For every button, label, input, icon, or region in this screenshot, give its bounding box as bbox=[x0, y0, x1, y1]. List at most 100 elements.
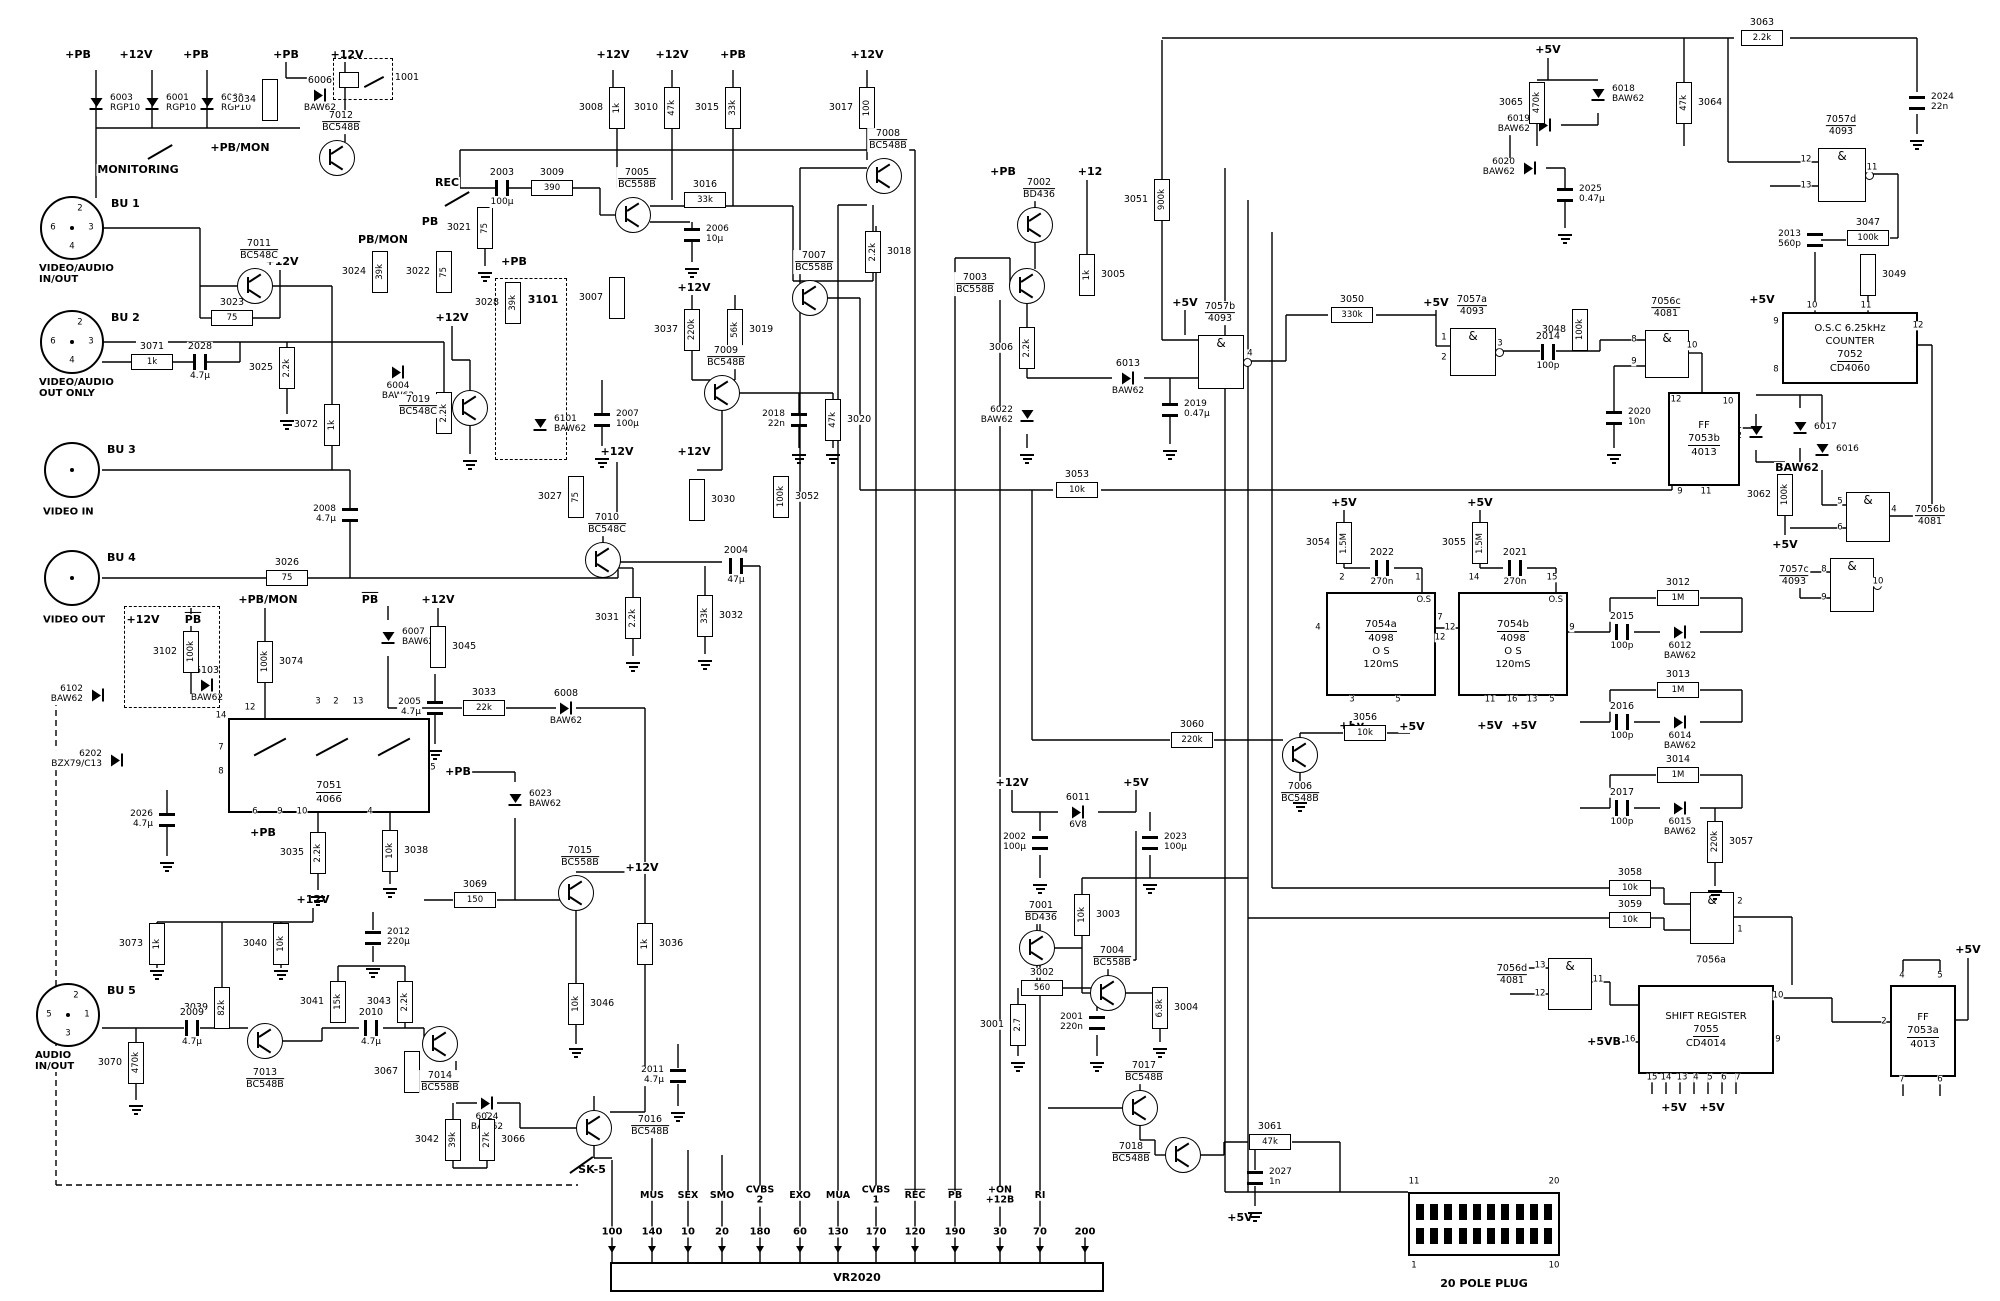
resistor-3004-ref: 3004 bbox=[1173, 1001, 1200, 1014]
pin-label: 3 bbox=[1497, 338, 1503, 349]
label-12v: +12V bbox=[624, 860, 660, 875]
resistor-3016-ref: 3016 bbox=[691, 178, 719, 191]
resistor-3060-ref: 3060 bbox=[1178, 718, 1206, 731]
terminal-number-190: 190 bbox=[943, 1226, 967, 1238]
diode-6102-label: 6102 BAW62 bbox=[49, 684, 84, 705]
ground-symbol bbox=[569, 1048, 583, 1058]
resistor-3021-ref: 3021 bbox=[445, 221, 472, 234]
transistor-7004 bbox=[1090, 975, 1126, 1011]
resistor-3067 bbox=[404, 1051, 420, 1093]
pin-label: 7 bbox=[1735, 1072, 1741, 1083]
diode-6021 bbox=[1749, 426, 1763, 438]
capacitor-2006 bbox=[684, 228, 700, 242]
diode-6019 bbox=[1539, 118, 1551, 132]
capacitor-2020 bbox=[1606, 411, 1622, 425]
diode-6023 bbox=[508, 794, 522, 806]
transistor-7018 bbox=[1165, 1137, 1201, 1173]
diode-6011-ref: 6011 bbox=[1064, 791, 1092, 804]
capacitor-2023 bbox=[1142, 836, 1158, 850]
diode-6101 bbox=[533, 419, 547, 431]
label-pb: PB bbox=[360, 592, 380, 607]
label-pb-mon: +PB/MON bbox=[237, 592, 299, 607]
capacitor-2020-label: 2020 10n bbox=[1627, 407, 1652, 428]
diode-6018 bbox=[1591, 89, 1605, 101]
resistor-3021: 75 bbox=[477, 207, 493, 249]
plug-pin-20: 20 bbox=[1548, 1176, 1560, 1187]
capacitor-2019 bbox=[1162, 403, 1178, 417]
resistor-3004: 6.8k bbox=[1152, 987, 1168, 1029]
diode-6020 bbox=[1524, 161, 1536, 175]
label-pb: +PB bbox=[182, 47, 210, 62]
resistor-3070-ref: 3070 bbox=[96, 1056, 123, 1069]
pin-label: 8 bbox=[1821, 564, 1827, 575]
resistor-3066: 27k bbox=[479, 1119, 495, 1161]
resistor-3031-ref: 3031 bbox=[593, 611, 620, 624]
connector-pin: 1 bbox=[84, 1009, 90, 1020]
diode-6012 bbox=[1674, 625, 1686, 639]
terminal-name-sex: SEX bbox=[676, 1189, 700, 1202]
capacitor-2016 bbox=[1615, 714, 1629, 730]
capacitor-2010 bbox=[364, 1020, 378, 1036]
terminal-arrow bbox=[834, 1246, 842, 1253]
ground-symbol bbox=[1143, 884, 1157, 894]
capacitor-2028 bbox=[193, 354, 207, 370]
diode-6014 bbox=[1674, 715, 1686, 729]
resistor-3022: 75 bbox=[436, 251, 452, 293]
ground-symbol bbox=[160, 862, 174, 872]
capacitor-2022-ref: 2022 bbox=[1368, 546, 1396, 559]
resistor-3026: 75 bbox=[266, 570, 308, 586]
terminal-name-mua: MUA bbox=[824, 1189, 852, 1202]
terminal-arrow bbox=[756, 1246, 764, 1253]
resistor-3025-ref: 3025 bbox=[247, 361, 274, 374]
capacitor-2010-ref: 2010 bbox=[357, 1006, 385, 1019]
connector-bu-1-desc: VIDEO/AUDIO IN/OUT bbox=[38, 263, 115, 285]
pin-label: 5 bbox=[430, 762, 436, 773]
resistor-3026-ref: 3026 bbox=[273, 556, 301, 569]
capacitor-2004-ref: 2004 bbox=[722, 544, 750, 557]
label-5v: +5V bbox=[1954, 942, 1982, 957]
ground-symbol bbox=[383, 888, 397, 898]
terminal-arrow bbox=[796, 1246, 804, 1253]
capacitor-2006-label: 2006 10μ bbox=[705, 224, 730, 245]
resistor-3037-ref: 3037 bbox=[652, 323, 679, 336]
ground-symbol bbox=[1163, 450, 1177, 460]
pin-label: 4 bbox=[1891, 504, 1897, 515]
capacitor-2026-label: 2026 4.7μ bbox=[129, 809, 154, 830]
gate-7056b: & bbox=[1846, 492, 1890, 542]
label-5v: +5V bbox=[1122, 775, 1150, 790]
connector-pin: 4 bbox=[69, 355, 75, 366]
label-pb: +PB bbox=[989, 164, 1017, 179]
ground-symbol bbox=[792, 454, 806, 464]
resistor-3012: 1M bbox=[1657, 590, 1699, 606]
pin-label: 10 bbox=[296, 806, 308, 817]
resistor-3035-ref: 3035 bbox=[278, 846, 305, 859]
resistor-3006-ref: 3006 bbox=[987, 341, 1014, 354]
resistor-3072-ref: 3072 bbox=[292, 418, 319, 431]
gate-7056a: & bbox=[1690, 892, 1734, 944]
diode-6022 bbox=[1020, 410, 1034, 422]
terminal-arrow bbox=[718, 1246, 726, 1253]
label-5v: +5V bbox=[1510, 718, 1538, 733]
pin-label: 13 bbox=[352, 696, 364, 707]
resistor-3024: 39k bbox=[372, 251, 388, 293]
pin-label: 1 bbox=[1415, 572, 1421, 583]
capacitor-2008 bbox=[342, 508, 358, 522]
ground-symbol bbox=[129, 1105, 143, 1115]
pin-label: 9 bbox=[1775, 1034, 1781, 1045]
capacitor-2014 bbox=[1541, 344, 1555, 360]
capacitor-2014-ref: 2014 bbox=[1534, 330, 1562, 343]
capacitor-2017-value: 100p bbox=[1609, 817, 1635, 828]
resistor-3005-ref: 3005 bbox=[1100, 268, 1127, 281]
terminal-name-exo: EXO bbox=[788, 1189, 812, 1202]
pin-label: 6 bbox=[1837, 522, 1843, 533]
resistor-3041: 15k bbox=[330, 981, 346, 1023]
label-baw62: BAW62 bbox=[1774, 460, 1820, 475]
